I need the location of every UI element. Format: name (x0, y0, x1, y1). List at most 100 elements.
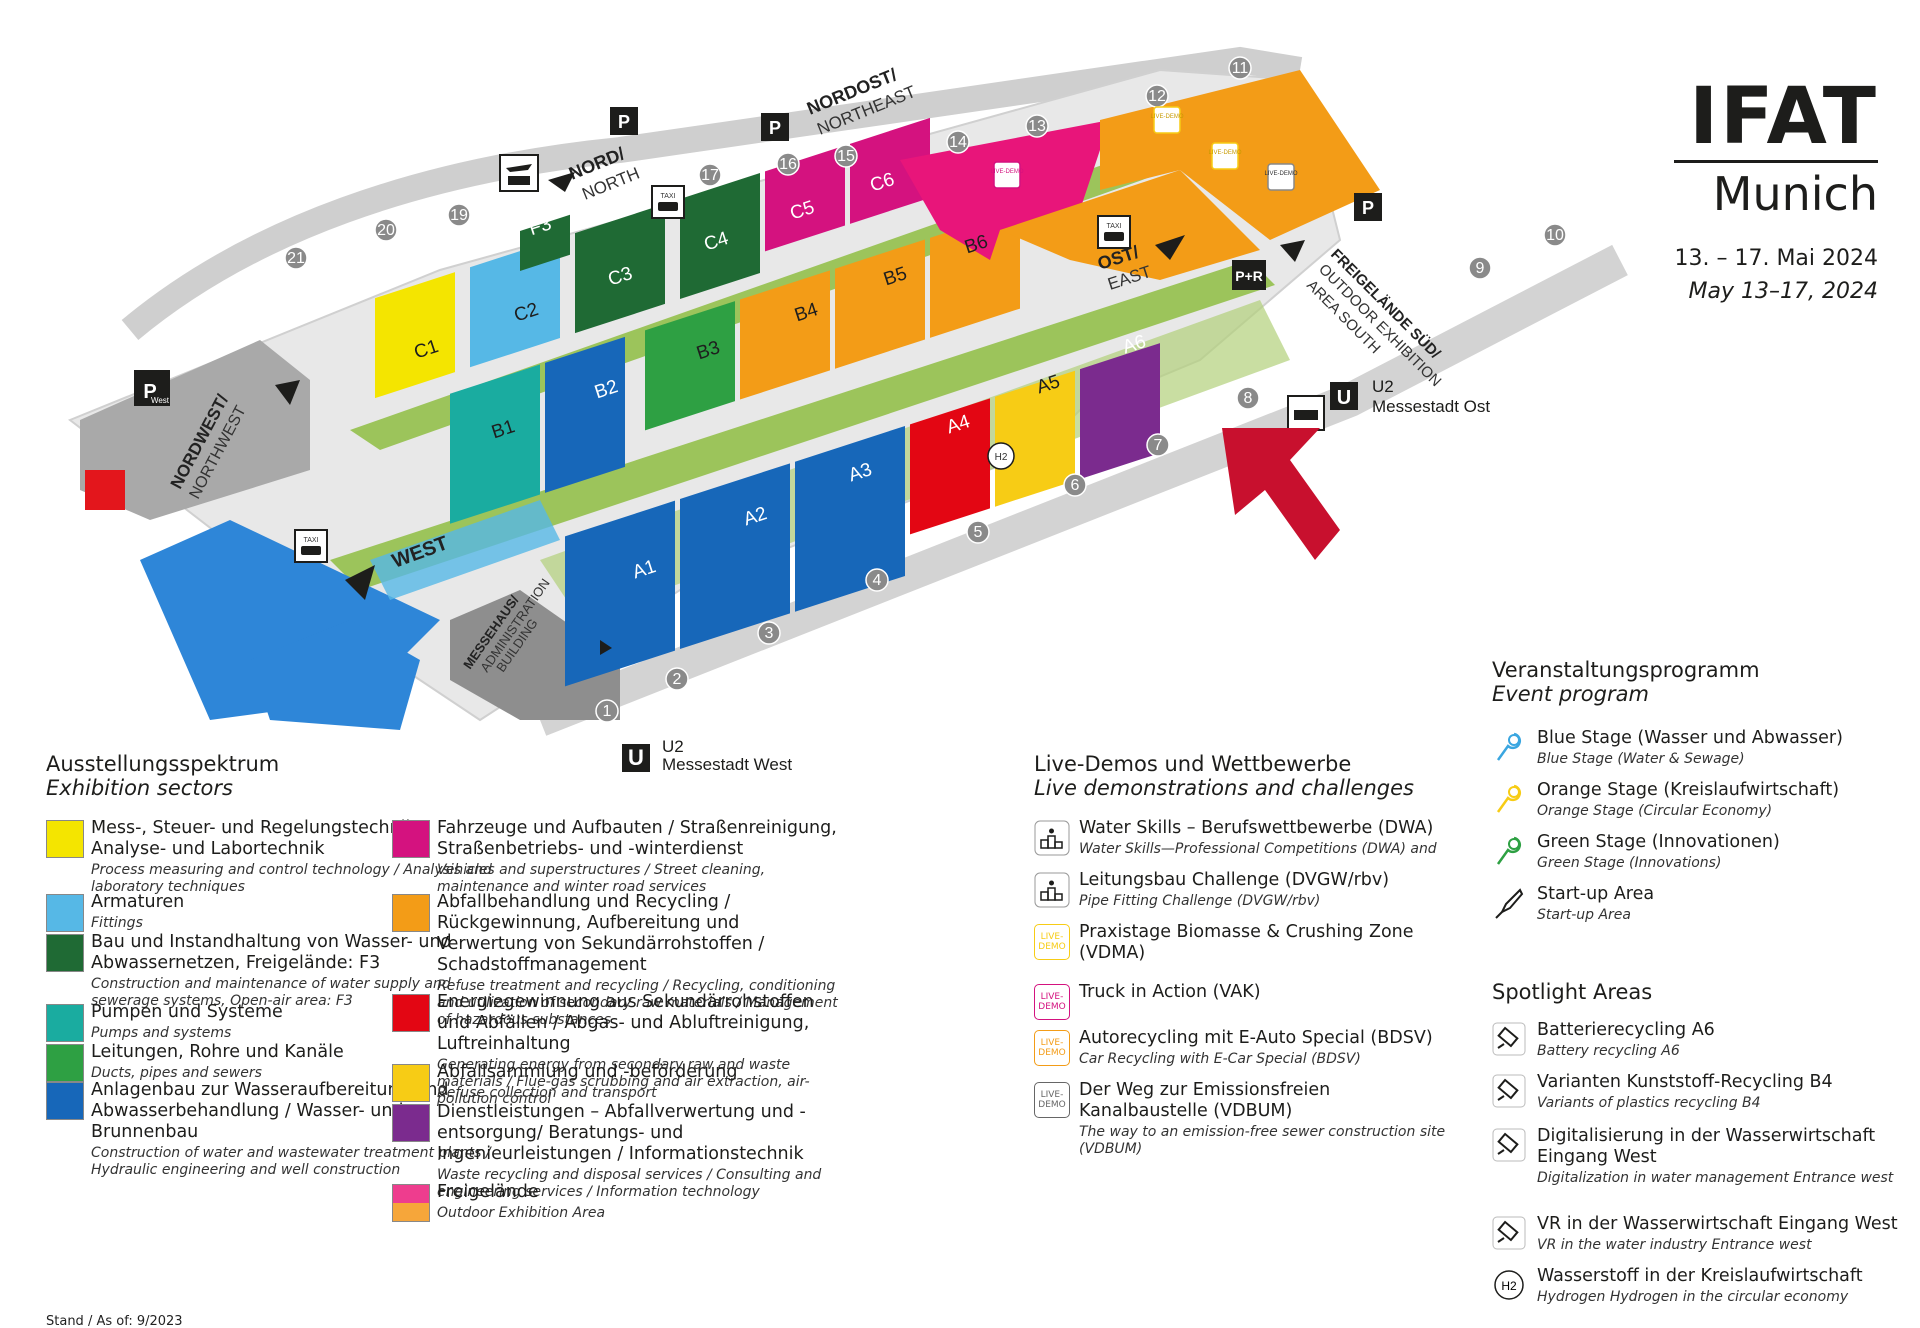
taxi-sign-north: TAXI (651, 185, 685, 219)
gate-number-6: 6 (1071, 477, 1080, 494)
sector-item-1-label-en: Process measuring and control technology… (91, 862, 492, 895)
rocket-icon (1492, 886, 1528, 922)
events-title-de: Veranstaltungsprogramm (1492, 658, 1760, 682)
sector-item-6-label-en: Construction of water and wastewater tre… (91, 1145, 491, 1178)
map-hydrogen-icon: H2 (987, 442, 1015, 470)
gate-marker-8 (1236, 386, 1260, 410)
spotlight-item-4-label-en: VR in the water industry Entrance west (1537, 1237, 1812, 1253)
spotlight-item-1-label-en: Battery recycling A6 (1537, 1043, 1680, 1059)
battery-icon (1492, 1128, 1528, 1164)
sector-item-6-label-de: Anlagenbau zur Wasseraufbereitung und Ab… (91, 1080, 449, 1142)
event-item-3-label-en: Green Stage (Innovations) (1537, 855, 1722, 871)
spotlight-item-1-label-de: Batterierecycling A6 (1537, 1020, 1715, 1040)
sector-item-9-label-en: Generating energy from secondary raw and… (437, 1057, 810, 1107)
hall-B2 (545, 336, 625, 493)
green-stage-icon (1492, 834, 1528, 870)
svg-text:TAXI: TAXI (303, 537, 318, 544)
hall-B3 (645, 301, 735, 431)
gate-marker-1 (595, 699, 619, 723)
svg-text:LIVE-DEMO: LIVE-DEMO (1150, 114, 1183, 120)
spotlight-item-5-label-de: Wasserstoff in der Kreislaufwirtschaft (1537, 1266, 1863, 1286)
podium-icon (1034, 820, 1070, 856)
svg-text:West: West (151, 396, 170, 405)
lake-southwest (250, 620, 420, 730)
event-item-4-label-en: Start-up Area (1537, 907, 1631, 923)
live-demo-item-5-label-de: Autorecycling mit E-Auto Special (BDSV) (1079, 1028, 1433, 1048)
map-live-demo-badges: LIVE-DEMO LIVE-DEMO LIVE-DEMO LIVE-DEMO (990, 106, 1298, 191)
live-demo-yellow-icon: LIVE-DEMO (1034, 924, 1070, 960)
sector-item-11-label-de: Dienstleistungen – Abfallverwertung und … (437, 1102, 806, 1164)
outdoor-label-de: FREIGELÄNDE SÜD/ (1327, 246, 1444, 363)
live-demo-grey-icon: LIVE-DEMO (1034, 1082, 1070, 1118)
svg-text:TAXI: TAXI (1106, 223, 1121, 230)
sectors-title-de: Ausstellungsspektrum (46, 752, 280, 776)
live-demo-item-4-label-de: Truck in Action (VAK) (1079, 982, 1261, 1002)
sector-swatch (46, 1044, 84, 1082)
sector-item-2-label-de: Armaturen (91, 892, 185, 912)
hall-C6 (850, 117, 930, 224)
airport-bus-sign (499, 154, 539, 192)
spotlight-item-2-label-de: Varianten Kunststoff-Recycling B4 (1537, 1072, 1833, 1092)
gate-marker-13 (1025, 114, 1049, 138)
arrow-west (345, 565, 375, 600)
podium-icon (1034, 872, 1070, 908)
spotlight-item-4-label-de: VR in der Wasserwirtschaft Eingang West (1537, 1214, 1898, 1234)
red-tower (85, 470, 125, 510)
battery-icon (1492, 1022, 1528, 1058)
gate-number-2: 2 (673, 671, 682, 688)
gate-number-21: 21 (287, 250, 305, 267)
hall-A6 (1080, 343, 1160, 480)
live-demo-item-6-label-de: Der Weg zur Emissionsfreien Kanalbaustel… (1079, 1080, 1331, 1121)
svg-text:P: P (143, 381, 156, 403)
event-item-2-label-en: Orange Stage (Circular Economy) (1537, 803, 1773, 819)
sector-item-1-label-de: Mess-, Steuer- und Regelungstechnik / An… (91, 818, 428, 859)
hall-A1 (565, 500, 675, 687)
gate-number-19: 19 (450, 207, 468, 224)
blue-stage-icon (1492, 730, 1528, 766)
gate-marker-5 (966, 520, 990, 544)
gate-marker-10 (1543, 223, 1567, 247)
spotlight-title: Spotlight Areas (1492, 980, 1653, 1004)
u2-west-station: Messestadt West (662, 755, 793, 774)
sector-swatch (392, 894, 430, 932)
sector-swatch (392, 1184, 430, 1222)
gate-number-8: 8 (1244, 390, 1253, 407)
bus-sign-east (1287, 395, 1325, 431)
gate-number-1: 1 (603, 703, 612, 720)
gate-number-11: 11 (1232, 60, 1249, 77)
brand-rule (1674, 160, 1878, 163)
ring-road (121, 46, 1303, 340)
gate-marker-6 (1063, 473, 1087, 497)
sector-item-5-label-en: Ducts, pipes and sewers (91, 1065, 262, 1081)
svg-text:P: P (1362, 198, 1374, 218)
orange-stage-icon (1492, 782, 1528, 818)
svg-text:U: U (1337, 387, 1351, 409)
live-demo-item-1-label-en: Water Skills—Professional Competitions (… (1079, 841, 1437, 857)
live-demo-item-2-label-en: Pipe Fitting Challenge (DVGW/rbv) (1079, 893, 1321, 909)
dates-en: May 13–17, 2024 (1688, 279, 1878, 304)
gate-number-12: 12 (1148, 88, 1166, 105)
hall-A5 (995, 370, 1075, 507)
svg-text:H2: H2 (995, 452, 1008, 463)
live-demo-item-5-label-en: Car Recycling with E-Car Special (BDSV) (1079, 1051, 1361, 1067)
hall-A4 (910, 398, 990, 535)
sector-swatch (46, 894, 84, 932)
sector-swatch (46, 1004, 84, 1042)
stand-note: Stand / As of: 9/2023 (46, 1314, 183, 1328)
sector-item-4-label-de: Pumpen und Systeme (91, 1002, 283, 1022)
sectors-title-en: Exhibition sectors (46, 776, 233, 800)
ifat-logo: IFAT (1689, 72, 1878, 162)
event-item-1-label-en: Blue Stage (Water & Sewage) (1537, 751, 1745, 767)
gate-marker-4 (865, 568, 889, 592)
sector-swatch (46, 934, 84, 972)
sector-item-8-label-de: Abfallbehandlung und Recycling / Rückgew… (437, 892, 765, 975)
livedemos-legend: Live-Demos und Wettbewerbe Live demonstr… (1034, 752, 1454, 1172)
svg-text:LIVE-DEMO: LIVE-DEMO (990, 169, 1023, 175)
gate-number-14: 14 (949, 134, 967, 151)
hall-C3 (575, 203, 665, 334)
arrow-north (548, 172, 575, 192)
gate-marker-11 (1228, 56, 1252, 80)
concourse-north (330, 260, 1275, 590)
sector-item-10-label-de: Abfallsammlung und -beförderung (437, 1062, 738, 1082)
